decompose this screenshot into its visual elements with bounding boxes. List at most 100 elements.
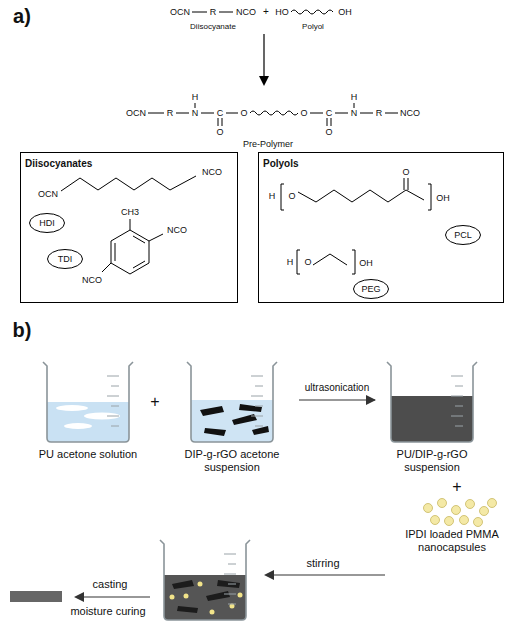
atom: NCO: [167, 226, 187, 235]
chemical-bond: [354, 103, 355, 108]
chemical-bond: [130, 219, 131, 230]
tag-text: PCL: [454, 231, 472, 240]
process-arrow: [272, 574, 385, 575]
atom: O: [216, 128, 223, 137]
nanocapsules: [488, 499, 497, 508]
tag-ellipse: [446, 226, 481, 245]
compound-caption: Pre-Polymer: [243, 140, 293, 149]
atom: R: [376, 109, 383, 118]
atom: N: [351, 109, 358, 118]
chemical-bond: [201, 113, 214, 114]
process-arrow: [264, 570, 274, 580]
atom: O: [288, 192, 295, 201]
atom: C: [217, 109, 224, 118]
compound-tag: TDI: [47, 249, 83, 269]
atom: OCN: [170, 8, 190, 17]
step-label: IPDI loaded PMMA nanocapsules: [392, 528, 512, 554]
beaker-rgo-suspension: [204, 428, 226, 436]
beaker-final-mixture: [170, 595, 175, 600]
nanocapsules: [424, 499, 497, 527]
step-label: DIP-g-rGO acetone suspension: [167, 448, 297, 474]
step-label: PU acetone solution: [33, 448, 143, 461]
atom: OH: [359, 259, 373, 268]
atom: NCO: [202, 168, 222, 177]
reaction-arrow: [259, 76, 269, 86]
panel-letter: a): [13, 6, 31, 26]
nanocapsules: [452, 506, 461, 515]
nanocapsule-node: IPDI loaded PMMA nanocapsules: [392, 498, 512, 554]
beaker-pu-rgo-suspension: [387, 362, 477, 442]
beaker-node: PU/DIP-g-rGO suspension: [377, 362, 487, 474]
chemical-bond: [111, 230, 149, 274]
chemical-bond: [149, 234, 163, 241]
chemical-bond: [102, 263, 111, 272]
process-arrow: [82, 596, 150, 597]
chemical-bond: [61, 10, 431, 274]
group-box: DiisocyanatesHDI TDI: [20, 152, 238, 303]
chemical-bond: [385, 113, 398, 114]
chemical-bond: [218, 118, 219, 126]
atom: H: [287, 258, 294, 267]
beaker-rgo-suspension: [200, 404, 269, 436]
beaker-final-mixture: [177, 606, 198, 613]
chemical-bond: [148, 113, 164, 114]
nanocapsules: [424, 504, 433, 513]
tag-text: TDI: [58, 255, 73, 264]
atom: O: [325, 128, 332, 137]
atom: OH: [436, 194, 450, 203]
chemical-bond: [61, 176, 196, 191]
plus-sign: +: [263, 7, 269, 17]
atom: CH3: [121, 208, 139, 217]
beaker-pu-solution: [47, 402, 129, 442]
beaker-final-mixture: [210, 610, 215, 615]
beaker-final-mixture: [198, 582, 203, 587]
atom: O: [240, 109, 247, 118]
chemical-bond: [250, 111, 298, 115]
process-arrow: [264, 570, 385, 580]
compound-tag: PEG: [353, 279, 389, 299]
chemical-bond: [291, 10, 333, 14]
atom: O: [304, 258, 311, 267]
beaker-final-mixture: [164, 575, 246, 620]
compound-tag: HDI: [29, 213, 65, 233]
nanocapsules: [474, 518, 483, 527]
compound-tag: PCL: [445, 225, 481, 245]
nanocapsules: [431, 516, 440, 525]
group-box: PolyolsPCLPEG: [258, 152, 504, 303]
beaker-pu-solution: [56, 405, 88, 411]
chemical-bond: [222, 118, 223, 126]
tag-ellipse: [30, 214, 65, 233]
beaker-final-mixture: [206, 591, 230, 601]
reaction-arrow: [263, 34, 264, 78]
chemical-bond: [298, 190, 424, 202]
beaker-final-mixture: [172, 580, 240, 613]
plus-sign: +: [452, 479, 461, 495]
atom: O: [300, 109, 307, 118]
process-label: ultrasonication: [304, 383, 370, 393]
tag-text: PEG: [361, 285, 380, 294]
atom: C: [326, 109, 333, 118]
beaker-rgo-suspension: [239, 404, 262, 412]
nanocapsules: [480, 507, 489, 516]
chemical-bond: [327, 118, 328, 126]
atom: OH: [338, 8, 352, 17]
tag-text: HDI: [39, 219, 55, 228]
chemical-bond: [313, 254, 347, 265]
process-label: moisture curing: [70, 606, 145, 617]
cast-film: [10, 591, 62, 602]
beaker-pu-solution: [43, 362, 133, 442]
atom: NCO: [236, 8, 256, 17]
beaker-final-mixture: [238, 593, 243, 598]
chemical-bond: [335, 113, 348, 114]
beaker-rgo-suspension: [200, 406, 224, 416]
chemical-bond: [115, 243, 116, 261]
atom: NCO: [82, 276, 102, 285]
chemical-bond: [360, 113, 373, 114]
chemical-bond: [195, 103, 196, 108]
beaker-final-mixture: [184, 594, 189, 599]
beaker-final-mixture: [172, 580, 194, 589]
box-heading: Diisocyanates: [21, 155, 96, 172]
process-label: stirring: [306, 558, 339, 569]
beaker-pu-solution: [64, 423, 92, 429]
beaker-node: DIP-g-rGO acetone suspension: [167, 362, 297, 474]
